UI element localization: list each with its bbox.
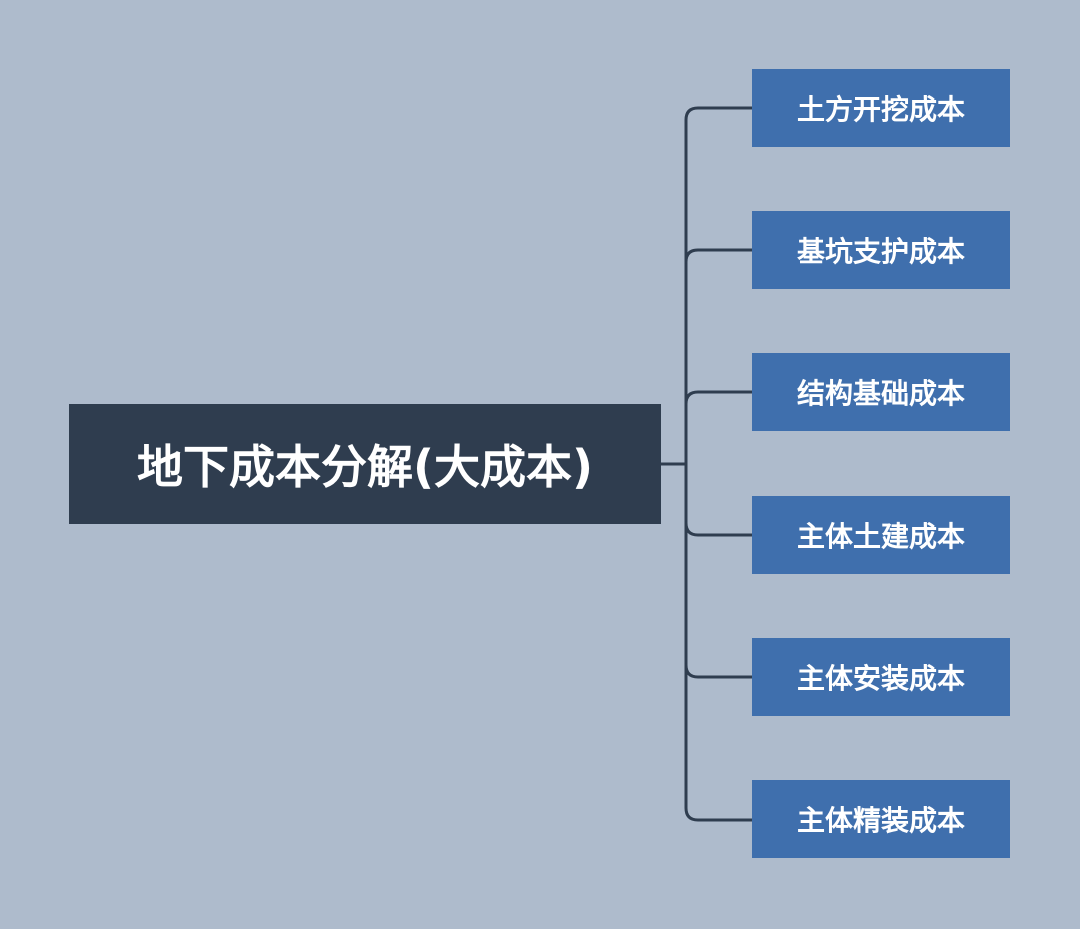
connector-branch-4	[684, 663, 754, 679]
child-node-label: 主体土建成本	[796, 520, 965, 553]
child-node-earthwork[interactable]: 土方开挖成本	[752, 69, 1010, 147]
child-node-main-installation[interactable]: 主体安装成本	[752, 638, 1010, 716]
child-node-label: 主体精装成本	[796, 804, 965, 837]
connector-branch-1	[684, 248, 754, 264]
child-node-label: 结构基础成本	[796, 377, 965, 410]
child-node-label: 土方开挖成本	[796, 93, 965, 126]
child-node-foundation[interactable]: 结构基础成本	[752, 353, 1010, 431]
child-node-main-finishing[interactable]: 主体精装成本	[752, 780, 1010, 858]
root-node[interactable]: 地下成本分解(大成本)	[69, 404, 661, 524]
connector-trunk	[684, 106, 754, 822]
child-node-label: 主体安装成本	[796, 662, 965, 695]
connector-branch-3	[684, 521, 754, 537]
child-node-main-civil[interactable]: 主体土建成本	[752, 496, 1010, 574]
root-node-label: 地下成本分解(大成本)	[136, 440, 594, 494]
child-node-pit-support[interactable]: 基坑支护成本	[752, 211, 1010, 289]
child-node-label: 基坑支护成本	[796, 235, 965, 268]
connector-branch-2	[684, 390, 754, 406]
